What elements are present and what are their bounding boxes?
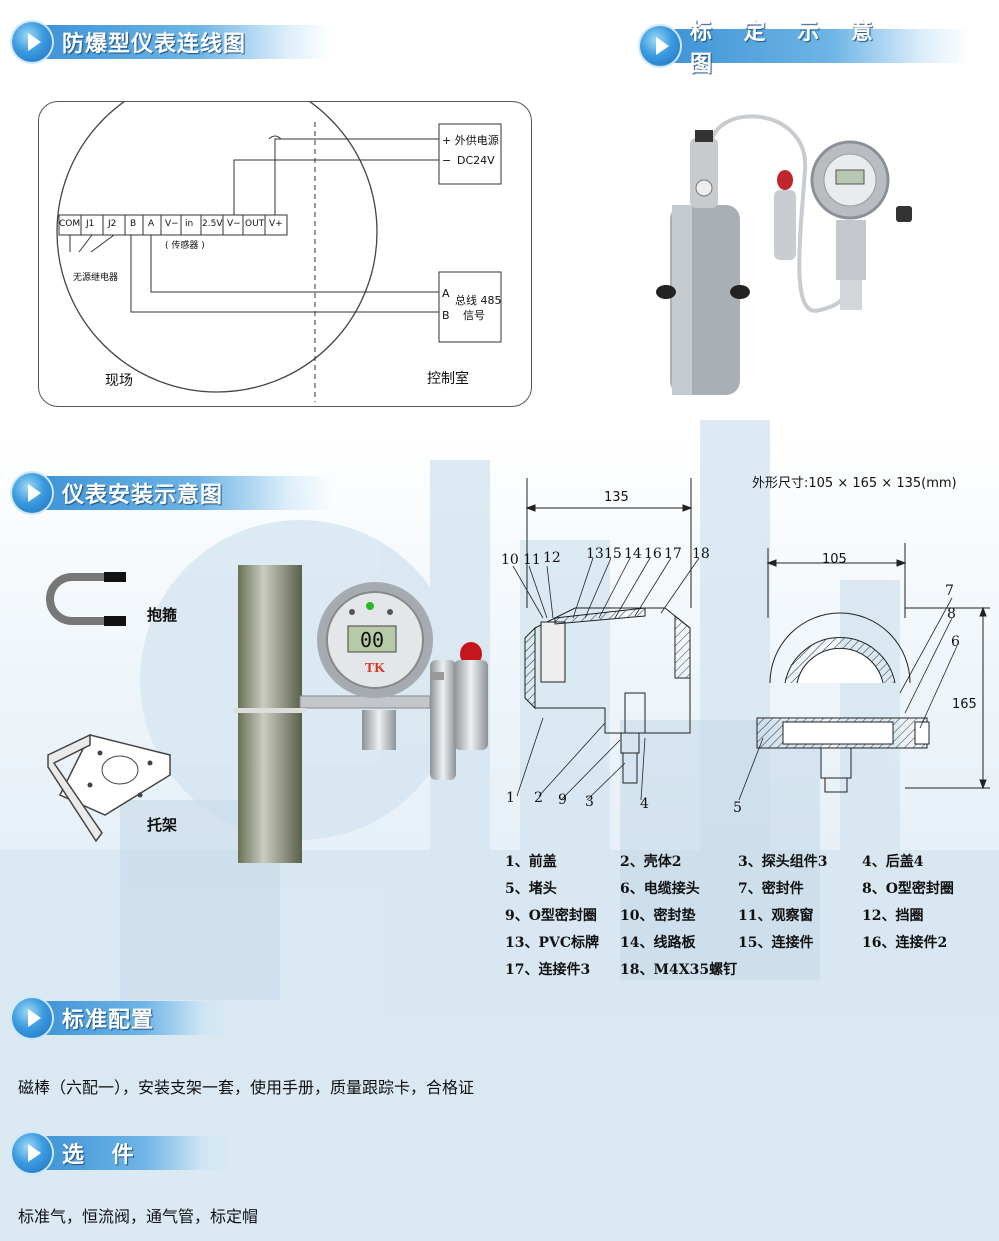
play-arrow-icon xyxy=(12,22,52,62)
callout-16: 16 xyxy=(644,546,662,562)
terminal-a: A xyxy=(148,219,155,229)
parts-list-item: 1、前盖 xyxy=(505,854,557,870)
field-label: 现场 xyxy=(105,373,133,389)
terminal-2-5v: 2.5V xyxy=(202,219,223,229)
callout-18: 18 xyxy=(692,546,710,562)
callout-11: 11 xyxy=(523,552,541,568)
section-header-wiring: 防爆型仪表连线图 xyxy=(12,22,332,62)
callout-13: 13 xyxy=(586,546,604,562)
callout-9: 9 xyxy=(558,792,567,808)
section-title: 标 定 示 意 图 xyxy=(666,19,970,77)
terminal-j1: J1 xyxy=(86,219,95,229)
parts-list-item: 2、壳体2 xyxy=(620,854,682,870)
section-title: 选 件 xyxy=(38,1136,232,1170)
callout-1: 1 xyxy=(506,790,515,806)
callout-2: 2 xyxy=(534,790,543,806)
options-text: 标准气，恒流阀，通气管，标定帽 xyxy=(18,1207,259,1226)
parts-list-item: 13、PVC标牌 xyxy=(505,935,600,951)
parts-list-item: 5、堵头 xyxy=(505,881,557,897)
section-header-standard: 标准配置 xyxy=(12,998,232,1038)
power-supply-label: + 外供电源 xyxy=(442,134,499,147)
parts-list-item: 6、电缆接头 xyxy=(620,881,700,897)
depth-dimension: 135 xyxy=(604,490,629,505)
callout-3: 3 xyxy=(585,794,594,810)
u-bolt-icon xyxy=(46,572,126,626)
terminal-out: OUT xyxy=(245,219,265,229)
bus-label-1: 总线 485 xyxy=(455,294,502,307)
callout-6: 6 xyxy=(951,634,960,650)
terminal-v-minus-2: V− xyxy=(227,219,241,229)
parts-list-item: 11、观察窗 xyxy=(738,908,814,924)
section-title: 防爆型仪表连线图 xyxy=(38,25,332,59)
parts-list-item: 10、密封垫 xyxy=(620,908,696,924)
bus-b-label: B xyxy=(442,309,450,322)
terminal-j2: J2 xyxy=(108,219,117,229)
callout-4: 4 xyxy=(640,796,649,812)
calibration-illustration xyxy=(656,114,912,395)
callout-7: 7 xyxy=(945,583,954,599)
installed-instrument-illustration: 00 TK xyxy=(234,565,488,863)
dimension-caption: 外形尺寸:105 × 165 × 135(mm) xyxy=(752,476,957,491)
parts-list-item: 7、密封件 xyxy=(738,881,804,897)
section-header-calibration: 标 定 示 意 图 xyxy=(640,19,970,77)
parts-list-item: 17、连接件3 xyxy=(505,962,591,978)
width-dimension: 105 xyxy=(822,552,847,567)
parts-list-item: 12、挡圈 xyxy=(862,908,924,924)
u-bolt-label: 抱箍 xyxy=(147,606,178,624)
parts-list-item: 4、后盖4 xyxy=(862,854,924,870)
relay-label: 无源继电器 xyxy=(73,273,119,283)
play-arrow-icon xyxy=(640,26,680,66)
height-dimension: 165 xyxy=(952,697,977,712)
section-header-install: 仪表安装示意图 xyxy=(12,473,332,513)
bracket-label: 托架 xyxy=(147,816,178,834)
terminal-com: COM xyxy=(59,219,81,229)
parts-list-item: 3、探头组件3 xyxy=(738,854,828,870)
callout-10: 10 xyxy=(501,552,519,568)
terminal-v-minus: V− xyxy=(165,219,179,229)
callout-14: 14 xyxy=(624,546,642,562)
section-title: 仪表安装示意图 xyxy=(38,476,332,510)
parts-list-item: 15、连接件 xyxy=(738,935,814,951)
callout-5: 5 xyxy=(733,800,742,816)
play-arrow-icon xyxy=(12,473,52,513)
cross-section-drawing xyxy=(512,478,990,801)
parts-list-item: 14、线路板 xyxy=(620,935,696,951)
section-title: 标准配置 xyxy=(38,1001,232,1035)
bus-a-label: A xyxy=(442,287,450,300)
parts-list-item: 9、O型密封圈 xyxy=(505,908,597,924)
play-arrow-icon xyxy=(12,998,52,1038)
terminal-v-plus: V+ xyxy=(269,219,283,229)
parts-list-item: 18、M4X35螺钉 xyxy=(620,962,738,978)
callout-17: 17 xyxy=(664,546,682,562)
callout-12: 12 xyxy=(543,550,561,566)
wiring-lines xyxy=(56,102,502,402)
display-readout: 00 xyxy=(360,628,384,652)
parts-list-item: 16、连接件2 xyxy=(862,935,948,951)
control-room-label: 控制室 xyxy=(427,371,469,387)
sensor-label: ( 传感器 ) xyxy=(165,241,205,251)
power-minus: − xyxy=(442,154,452,167)
parts-list-item: 8、O型密封圈 xyxy=(862,881,954,897)
power-voltage: DC24V xyxy=(457,154,495,167)
section-header-options: 选 件 xyxy=(12,1133,232,1173)
logo-mark: TK xyxy=(365,661,385,676)
callout-15: 15 xyxy=(604,546,622,562)
standard-config-text: 磁棒（六配一），安装支架一套，使用手册，质量跟踪卡，合格证 xyxy=(18,1078,475,1097)
terminal-b: B xyxy=(130,219,137,229)
bracket-icon xyxy=(47,733,171,843)
bus-label-2: 信号 xyxy=(463,309,485,322)
play-arrow-icon xyxy=(12,1133,52,1173)
terminal-in: in xyxy=(185,219,194,229)
callout-8: 8 xyxy=(947,606,956,622)
wiring-diagram: COM J1 J2 B A V− in 2.5V V− OUT V+ ( 传感器… xyxy=(38,101,532,407)
